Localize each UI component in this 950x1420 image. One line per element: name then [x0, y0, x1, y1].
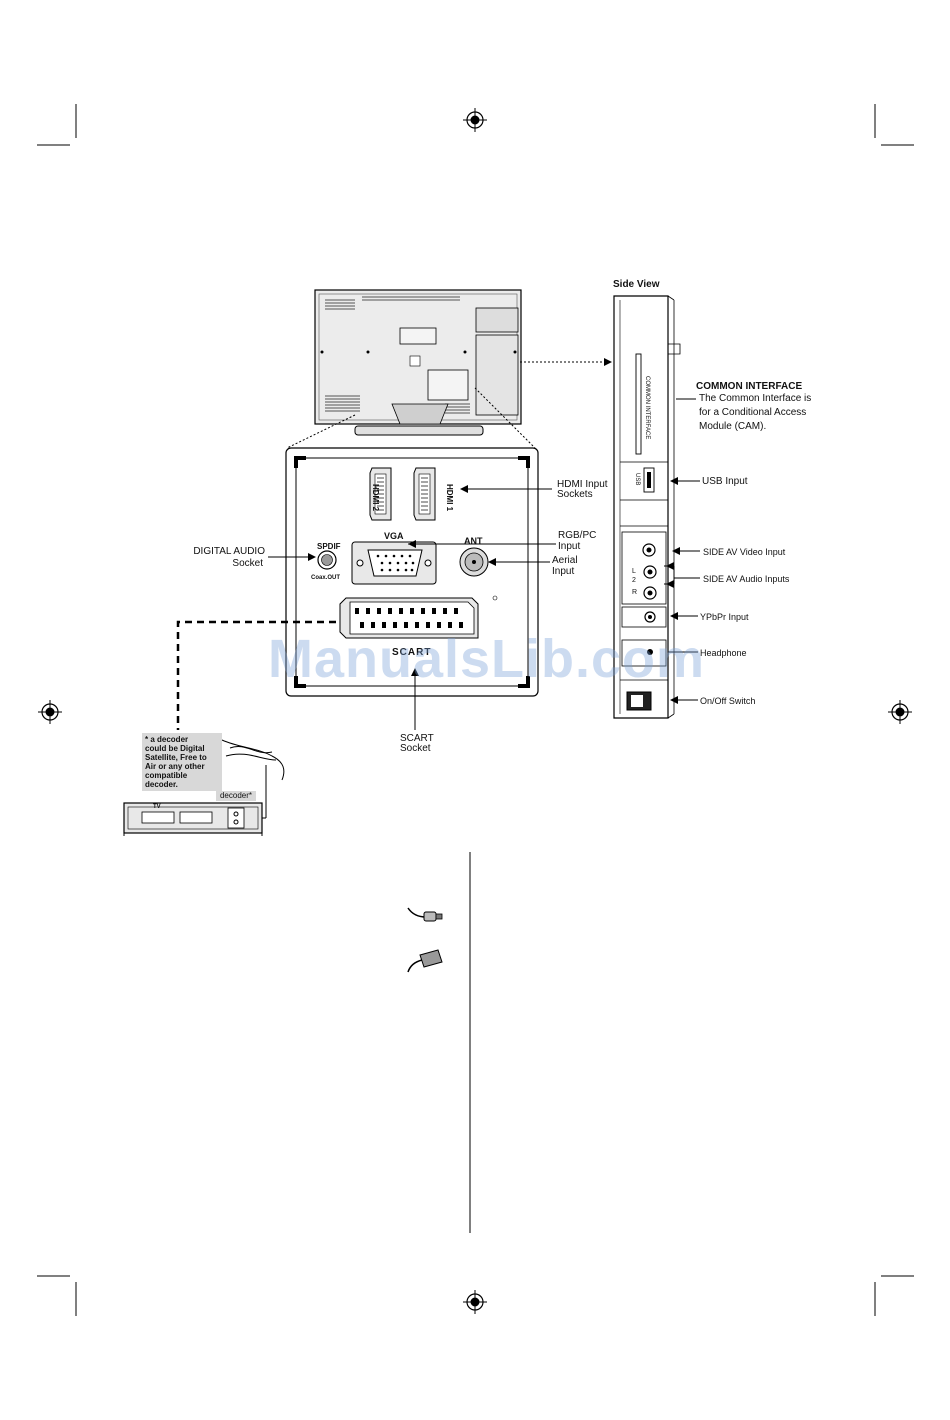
digital-audio-label-1: DIGITAL AUDIO	[193, 546, 265, 557]
onoff-switch-label: On/Off Switch	[700, 696, 756, 706]
scart-panel-text: SCART	[392, 647, 432, 658]
common-interface-desc-3: Module (CAM).	[699, 421, 767, 432]
decoder-note-line-2: could be Digital	[145, 744, 205, 753]
ci-slot-text: COMMON INTERFACE	[644, 376, 650, 440]
antenna-cable	[221, 739, 285, 819]
rgb-pc-label-1: RGB/PC	[558, 530, 597, 541]
aerial-label-1: Aerial	[552, 555, 578, 566]
hdmi-input-label-1: HDMI Input	[557, 479, 608, 490]
decoder-note-line-1: * a decoder	[145, 735, 189, 744]
side-view-title: Side View	[613, 279, 660, 290]
decoder-label: decoder*	[216, 791, 256, 801]
decoder-note-line-3: Satellite, Free to	[145, 753, 207, 762]
aerial-label-2: Input	[552, 566, 575, 577]
rgb-pc-label-2: Input	[558, 541, 581, 552]
decoder-note-line-4: Air or any other	[145, 762, 205, 771]
side-av-video-label: SIDE AV Video Input	[703, 547, 786, 557]
digital-audio-label-2: Socket	[232, 558, 263, 569]
ant-text: ANT	[464, 536, 483, 546]
side-av-audio-label: SIDE AV Audio Inputs	[703, 574, 790, 584]
scart-cable	[176, 620, 336, 730]
side-view-panel	[613, 295, 681, 719]
usb-side-text: USB	[634, 473, 640, 486]
crop-marks	[37, 104, 914, 1316]
cable-icons	[407, 907, 443, 973]
decoder-box	[123, 802, 263, 836]
decoder-note-line-5: compatible	[145, 771, 188, 780]
connector-panel	[285, 447, 539, 697]
registration-marks	[38, 108, 912, 1314]
ypbpr-input-label: YPbPr Input	[700, 612, 749, 622]
headphone-label: Headphone	[700, 648, 747, 658]
common-interface-desc-1: The Common Interface is	[699, 393, 812, 404]
hdmi2-text: HDMI 2	[371, 484, 380, 512]
side-l-text: L	[632, 568, 636, 575]
hdmi1-text: HDMI 1	[445, 484, 454, 512]
projection-lines	[286, 361, 608, 449]
side-r-text: R	[632, 589, 638, 596]
vga-text: VGA	[384, 531, 404, 541]
common-interface-title: COMMON INTERFACE	[696, 381, 803, 392]
decoder-note-line-6: decoder.	[145, 780, 178, 789]
side-2-text: 2	[632, 577, 636, 584]
scart-label-1: SCART	[400, 733, 434, 744]
common-interface-desc-2: for a Conditional Access	[699, 407, 807, 418]
scart-label-2: Socket	[400, 743, 431, 754]
usb-input-label: USB Input	[702, 476, 748, 487]
arrow-heads	[308, 477, 680, 704]
tv-back-view	[314, 289, 522, 436]
decoder-tv-text: TV	[153, 804, 161, 810]
hdmi-input-label-2: Sockets	[557, 489, 593, 500]
decoder-note: * a decoder could be Digital Satellite, …	[142, 733, 222, 791]
spdif-text: SPDIF	[317, 542, 341, 551]
coax-out-text: Coax.OUT	[311, 575, 341, 581]
